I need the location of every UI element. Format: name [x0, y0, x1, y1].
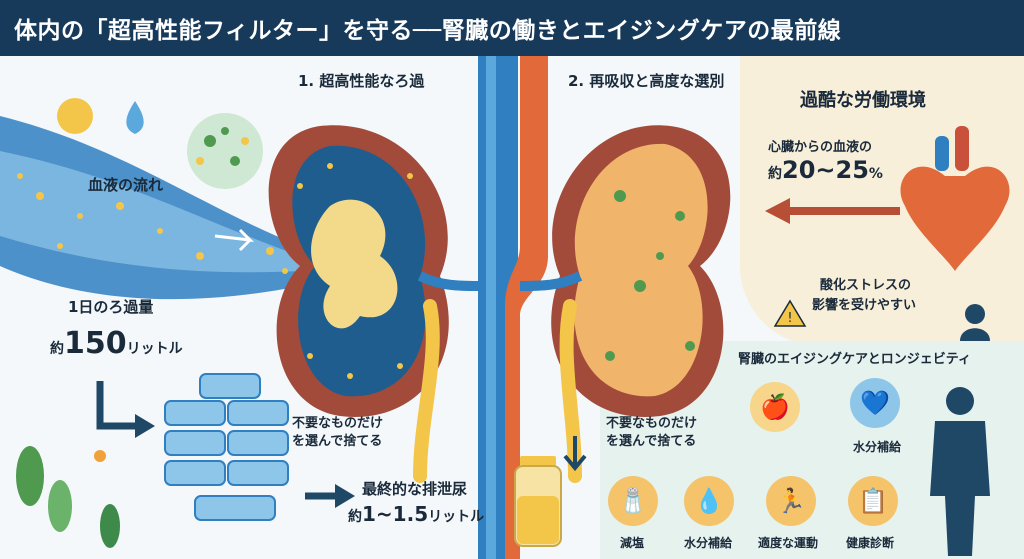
page-title: 体内の「超高性能フィルター」を守る──腎臓の働きとエイジングケアの最前線: [14, 18, 842, 44]
clipboard-icon: 📋: [848, 476, 898, 526]
flow-arrow-icon: [214, 228, 255, 252]
particle-magnifier: [187, 113, 263, 189]
warning-icon: [773, 299, 807, 327]
kidney-diagram: !: [0, 56, 1010, 559]
care-item-label: 水分補給: [684, 536, 733, 550]
filtration-label: 1. 超高性能なろ過: [298, 72, 425, 90]
waste-particles: [605, 190, 695, 361]
filter-particles: [297, 163, 413, 379]
heart-icon: [900, 166, 1010, 271]
work-title: 過酷な労働環境: [800, 90, 926, 111]
heart-text: 心臓からの血液の: [768, 140, 873, 155]
discard-left-line1: 不要なものだけ: [292, 416, 384, 431]
blood-particles: [17, 173, 288, 274]
runner-icon: 🏃: [766, 476, 816, 526]
plant-decoration: [16, 446, 120, 548]
header: 体内の「超高性能フィルター」を守る──腎臓の働きとエイジングケアの最前線: [0, 0, 1024, 56]
turn-arrow: [96, 381, 140, 430]
water-bottle-icon: 💧: [684, 476, 734, 526]
left-renal-vein: [417, 271, 479, 291]
heart-drop-icon: 💙: [850, 378, 900, 428]
artery-vessel: [505, 56, 548, 559]
care-title: 腎臓のエイジングケアとロンジェビティ: [738, 352, 971, 367]
right-arrow-head: [335, 484, 355, 508]
left-kidney-core: [311, 199, 398, 329]
discard-right-line2: を選んで捨てる: [606, 434, 697, 449]
stress-line1: 酸化ストレスの: [820, 278, 912, 293]
heart-percentage: 約20~25%: [768, 156, 883, 184]
final-urine-label: 最終的な排泄尿: [362, 480, 468, 498]
discard-left-line2: を選んで捨てる: [292, 434, 383, 449]
stressed-person-body: [960, 328, 990, 341]
heart-vessel-blue: [935, 136, 949, 171]
heart-arrow-head: [765, 198, 790, 224]
reabsorption-label: 2. 再吸収と高度な選別: [568, 72, 725, 90]
final-urine-value: 約1~1.5リットル: [348, 502, 485, 526]
sun-icon: [57, 98, 93, 134]
vein-highlight: [486, 56, 496, 559]
left-ureter: [413, 299, 440, 483]
bottle-cap: [520, 456, 556, 466]
water-drop-icon: [126, 101, 144, 134]
warning-mark: !: [787, 311, 792, 326]
water-cups-icon: [164, 373, 289, 521]
human-silhouette-icon: [930, 387, 990, 556]
care-item-label: 適度な運動: [758, 536, 819, 550]
stress-line2: 影響を受けやすい: [812, 298, 917, 313]
care-item-label: 水分補給: [853, 440, 902, 454]
salt-shaker-icon: 🧂: [608, 476, 658, 526]
right-kidney-inner: [574, 143, 708, 397]
discard-right-line1: 不要なものだけ: [606, 416, 698, 431]
daily-filter-value: 約150リットル: [50, 326, 183, 361]
care-item-label: 減塩: [620, 536, 645, 550]
stressed-person-icon: [965, 304, 985, 324]
bottle-liquid: [517, 496, 559, 544]
infographic-canvas: !: [0, 56, 1024, 559]
fruit-icon: 🍎: [750, 382, 800, 432]
turn-arrow-head: [135, 414, 155, 438]
blood-stream-highlight: [0, 151, 300, 273]
blood-flow-label: 血液の流れ: [88, 176, 164, 194]
right-renal-vein: [519, 271, 583, 291]
care-item-label: 健康診断: [846, 536, 895, 550]
daily-filter-label: 1日のろ過量: [68, 298, 154, 316]
heart-vessel-red: [955, 126, 969, 171]
down-arrow-icon: [563, 436, 587, 472]
